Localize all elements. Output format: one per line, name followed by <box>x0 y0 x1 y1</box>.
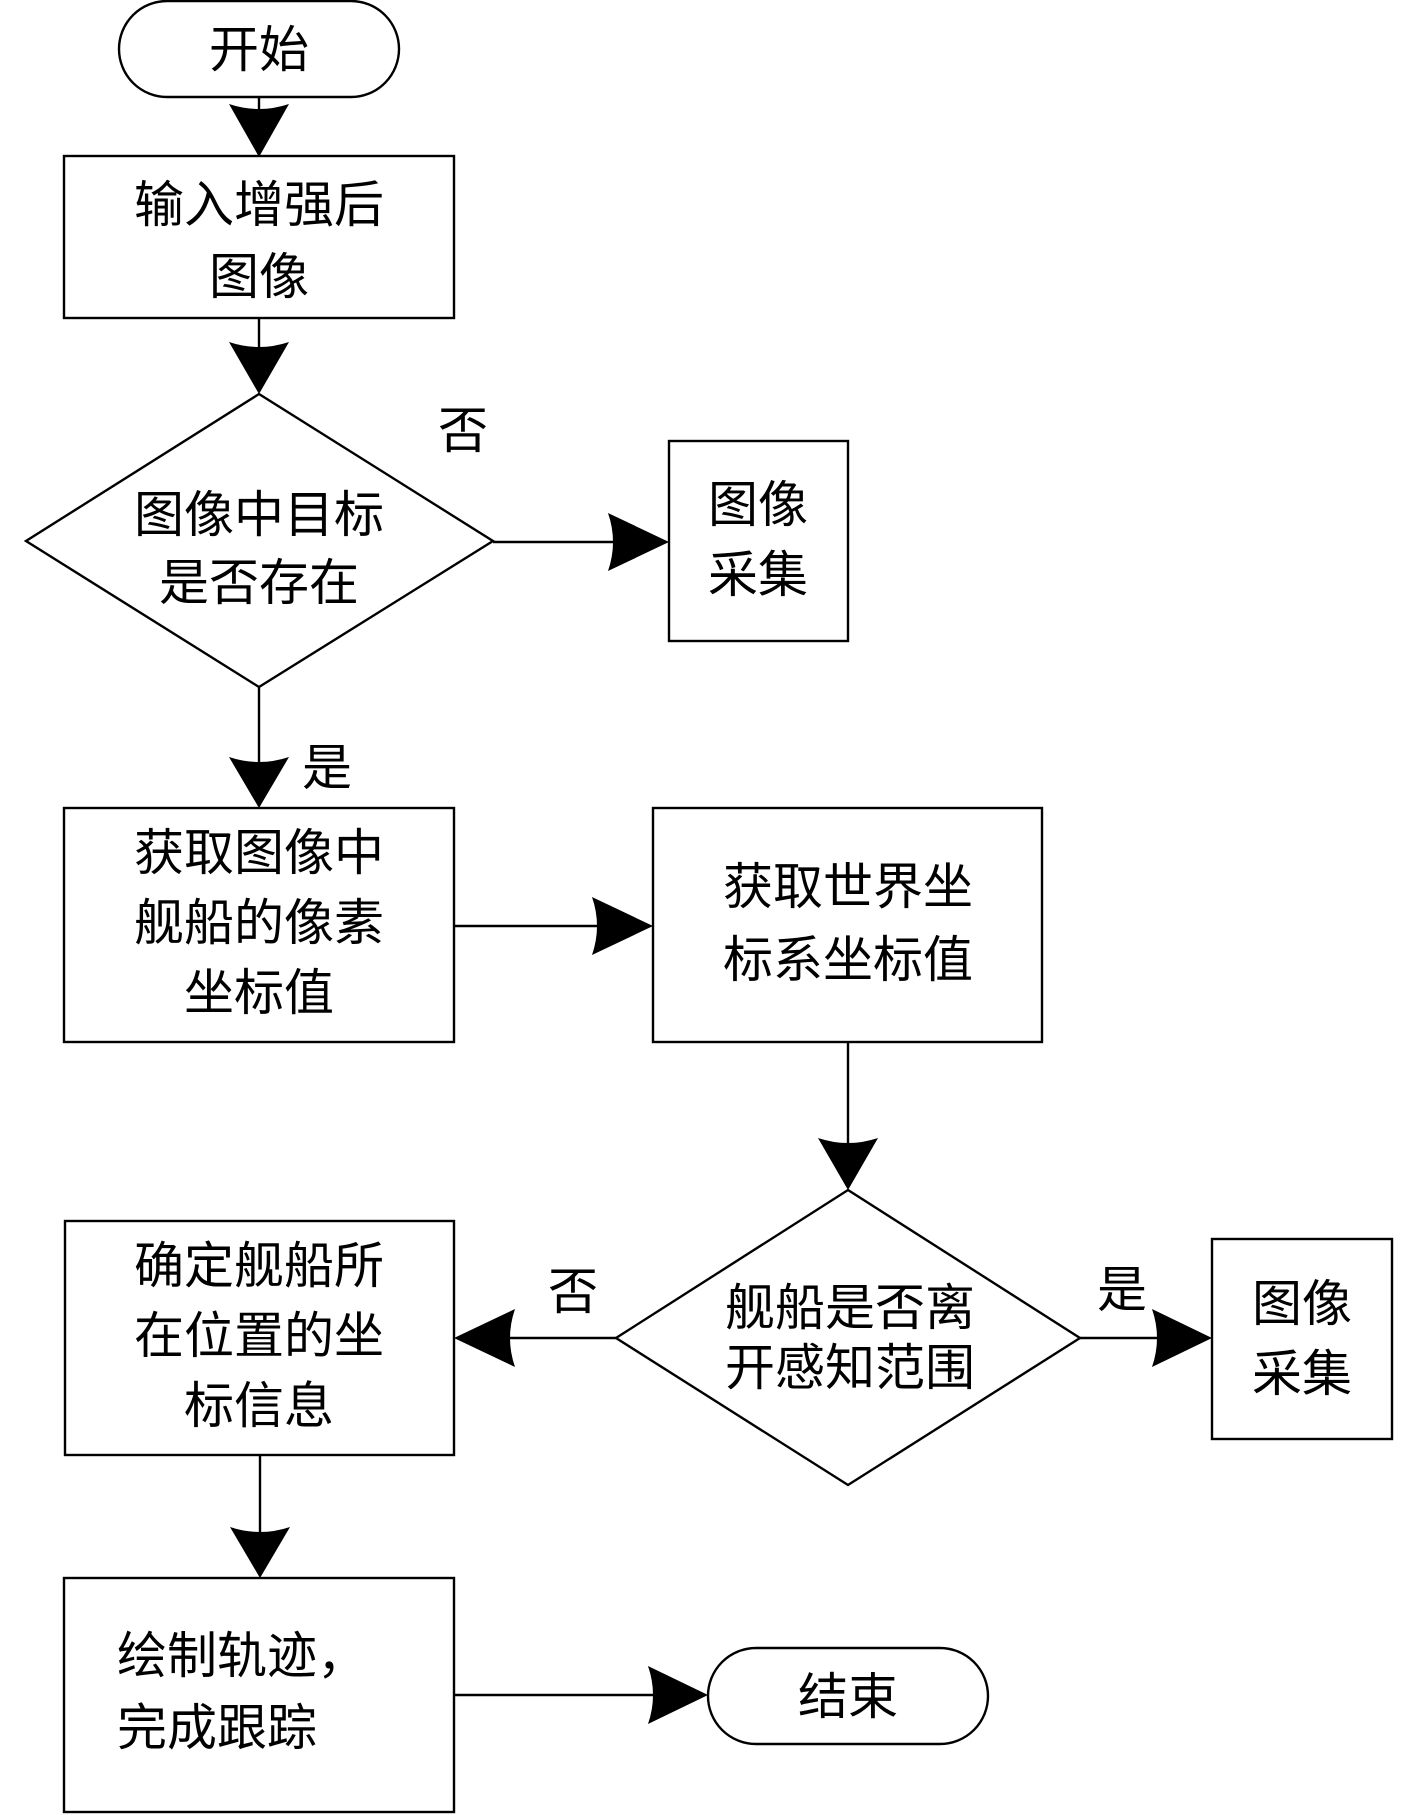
arrowhead-right-icon <box>648 1666 708 1724</box>
connectors <box>257 97 1172 1697</box>
pixel-label-line3: 坐标值 <box>184 964 334 1022</box>
edge-label-decision1-yes: 是 <box>302 739 352 797</box>
arrowhead-right-icon <box>592 897 653 955</box>
input-label-line1: 输入增强后 <box>134 176 384 234</box>
pixel-process-box <box>62 806 456 1044</box>
node-world: 获取世界坐 标系坐标值 <box>651 806 1044 1044</box>
start-terminator <box>117 0 401 99</box>
end-label: 结束 <box>798 1668 898 1726</box>
node-decision2: 舰船是否离 开感知范围 <box>613 1188 1083 1487</box>
world-label-line2: 标系坐标值 <box>723 931 973 989</box>
collect1-process-box <box>667 439 850 643</box>
arrowheads <box>229 104 1212 1724</box>
locate-label-line1: 确定舰船所 <box>134 1237 384 1295</box>
start-label: 开始 <box>209 21 309 79</box>
arrowhead-down-icon <box>230 1527 290 1578</box>
arrowhead-down-icon <box>818 1138 878 1190</box>
decision2-label-line2: 开感知范围 <box>725 1339 975 1397</box>
input-process-box <box>62 154 456 320</box>
input-label-line2: 图像 <box>209 248 309 306</box>
locate-label-line3: 标信息 <box>184 1377 334 1435</box>
locate-process-box <box>63 1219 456 1457</box>
decision1-diamond <box>23 392 496 689</box>
edge-label-decision2-yes: 是 <box>1097 1261 1147 1319</box>
collect1-label-line2: 采集 <box>708 546 808 604</box>
pixel-label-line1: 获取图像中 <box>134 824 384 882</box>
node-collect1: 图像 采集 <box>667 439 850 643</box>
decision1-label-line2: 是否存在 <box>159 554 359 612</box>
draw-process-box <box>62 1576 456 1814</box>
draw-label-line2: 完成跟踪 <box>117 1699 317 1757</box>
pixel-label-line2: 舰船的像素 <box>134 894 384 952</box>
collect2-label-line2: 采集 <box>1252 1345 1352 1403</box>
world-process-box <box>651 806 1044 1044</box>
arrowhead-left-icon <box>454 1309 515 1367</box>
world-label-line1: 获取世界坐 <box>723 858 973 916</box>
node-end: 结束 <box>706 1646 990 1746</box>
draw-label-line1: 绘制轨迹， <box>117 1627 367 1685</box>
node-collect2: 图像 采集 <box>1210 1237 1394 1441</box>
collect2-label-line1: 图像 <box>1252 1275 1352 1333</box>
node-draw: 绘制轨迹， 完成跟踪 <box>62 1576 456 1814</box>
arrowhead-down-icon <box>229 104 289 157</box>
arrowhead-right-icon <box>1152 1309 1212 1367</box>
decision2-label-line1: 舰船是否离 <box>725 1279 975 1337</box>
edge-labels: 否 是 否 是 <box>302 402 1147 1321</box>
decision2-diamond <box>613 1188 1083 1487</box>
node-pixel: 获取图像中 舰船的像素 坐标值 <box>62 806 456 1044</box>
collect1-label-line1: 图像 <box>708 476 808 534</box>
node-decision1: 图像中目标 是否存在 <box>23 392 496 689</box>
arrowhead-right-icon <box>608 513 669 571</box>
node-input: 输入增强后 图像 <box>62 154 456 320</box>
node-start: 开始 <box>117 0 401 99</box>
collect2-process-box <box>1210 1237 1394 1441</box>
edge-label-decision1-no: 否 <box>438 402 488 460</box>
arrowhead-down-icon <box>229 757 289 808</box>
locate-label-line2: 在位置的坐 <box>134 1307 384 1365</box>
node-locate: 确定舰船所 在位置的坐 标信息 <box>63 1219 456 1457</box>
end-terminator <box>706 1646 990 1746</box>
edge-label-decision2-no: 否 <box>548 1263 598 1321</box>
arrowhead-down-icon <box>229 342 289 394</box>
decision1-label-line1: 图像中目标 <box>134 486 384 544</box>
